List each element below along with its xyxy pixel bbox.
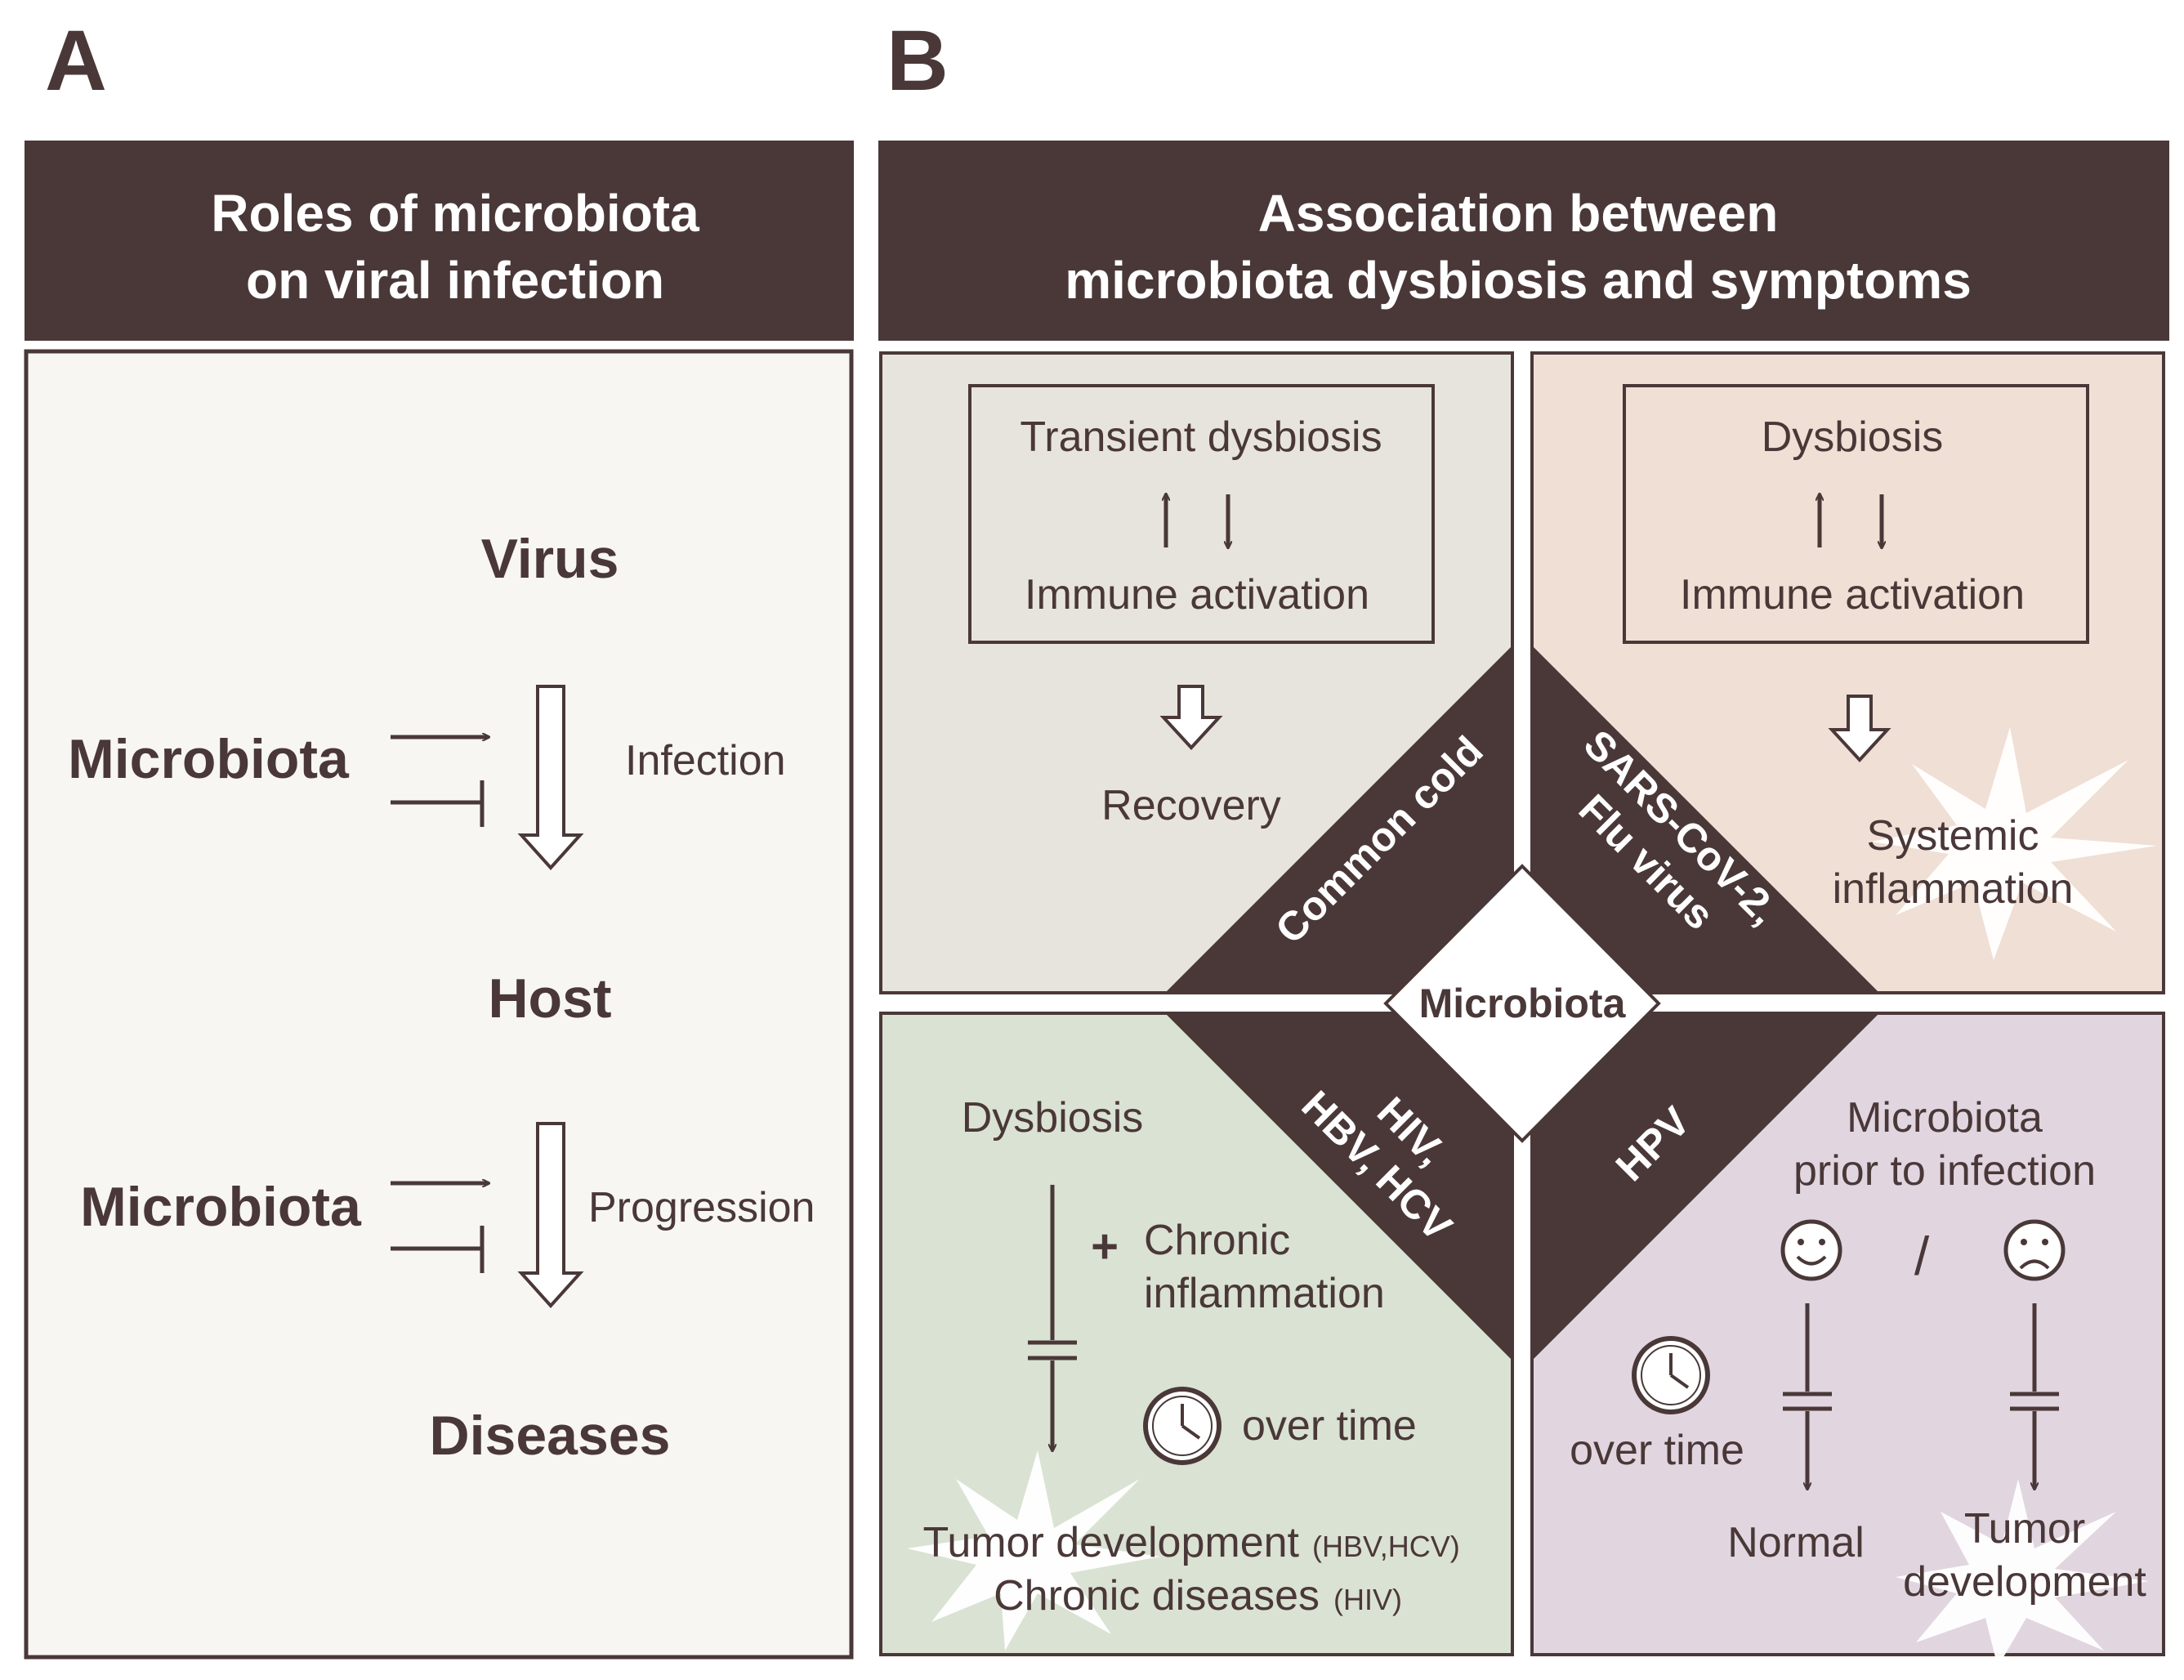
virus-label: Virus: [481, 528, 619, 590]
hiv-plus: +: [1091, 1220, 1119, 1273]
hpv-microbiota-prior-line2: prior to infection: [1793, 1147, 2096, 1195]
center-diamond: [1383, 864, 1661, 1143]
hpv-slash: /: [1914, 1226, 1930, 1286]
hpv-over-time: over time: [1570, 1427, 1744, 1474]
sars-hollow-arrow: [1828, 695, 1891, 762]
panel-b-header-bg: [878, 141, 2169, 341]
progression-label: Progression: [588, 1184, 815, 1231]
sars-band: [1532, 646, 1879, 993]
panel-b-header-line1: Association between: [1258, 184, 1779, 243]
happy-face-icon: [1780, 1219, 1842, 1281]
common-cold-hollow-arrow: [1159, 685, 1223, 750]
hiv-tumor-development: Tumor development: [922, 1519, 1299, 1566]
hpv-normal-label: Normal: [1727, 1519, 1865, 1566]
hiv-chronic-line2: inflammation: [1144, 1270, 1385, 1317]
host-label: Host: [488, 967, 611, 1030]
panel-a-header-line1: Roles of microbiota: [211, 184, 699, 243]
sars-box: [1623, 384, 2089, 644]
sars-outcome-line1: Systemic: [1867, 812, 2039, 860]
hpv-tumor-line2: development: [1903, 1558, 2146, 1606]
microbiota-label-2: Microbiota: [80, 1176, 362, 1238]
hiv-chronic-line1: Chronic: [1144, 1217, 1290, 1264]
progression-hollow-arrow: [517, 1122, 584, 1308]
common-cold-outcome: Recovery: [1101, 782, 1281, 829]
hpv-microbiota-prior-line1: Microbiota: [1847, 1094, 2043, 1142]
microbiota-label-1: Microbiota: [68, 728, 350, 790]
hiv-dysbiosis: Dysbiosis: [962, 1094, 1144, 1142]
infection-label: Infection: [625, 737, 786, 784]
panel-b-header-line2: microbiota dysbiosis and symptoms: [1065, 251, 1972, 310]
sad-face-icon: [2003, 1219, 2066, 1281]
common-cold-box-bottom: Immune activation: [1025, 571, 1369, 619]
hiv-clock-icon: [1143, 1387, 1222, 1465]
hpv-clock-icon: [1632, 1336, 1710, 1414]
hiv-over-time: over time: [1242, 1402, 1417, 1450]
hpv-band: [1532, 1013, 1879, 1361]
panel-a-body: [24, 349, 854, 1660]
sars-box-bottom: Immune activation: [1680, 571, 2025, 619]
sars-burst-icon: [1871, 727, 2157, 960]
hiv-chronic-diseases: Chronic diseases: [994, 1572, 1320, 1620]
sars-outcome-line2: inflammation: [1833, 865, 2074, 913]
panel-a-letter: A: [45, 13, 107, 109]
panel-a-header-bg: [25, 141, 854, 341]
hiv-tumor-note: (HBV,HCV): [1312, 1530, 1460, 1563]
common-cold-box: [968, 384, 1435, 644]
hpv-tumor-line1: Tumor: [1964, 1505, 2085, 1553]
sars-box-top: Dysbiosis: [1762, 413, 1944, 461]
hpv-burst-icon: [1896, 1479, 2149, 1667]
hiv-chronic-note: (HIV): [1333, 1583, 1402, 1616]
panel-a-header-line2: on viral infection: [246, 251, 664, 310]
hiv-burst-icon: [907, 1450, 1160, 1651]
diseases-label: Diseases: [430, 1405, 671, 1467]
panel-b-letter: B: [887, 13, 949, 109]
common-cold-box-top: Transient dysbiosis: [1020, 413, 1382, 461]
common-cold-band: [1165, 646, 1512, 993]
center-microbiota-label: Microbiota: [1419, 981, 1627, 1026]
infection-hollow-arrow: [517, 685, 584, 870]
hiv-band: [1165, 1013, 1512, 1361]
